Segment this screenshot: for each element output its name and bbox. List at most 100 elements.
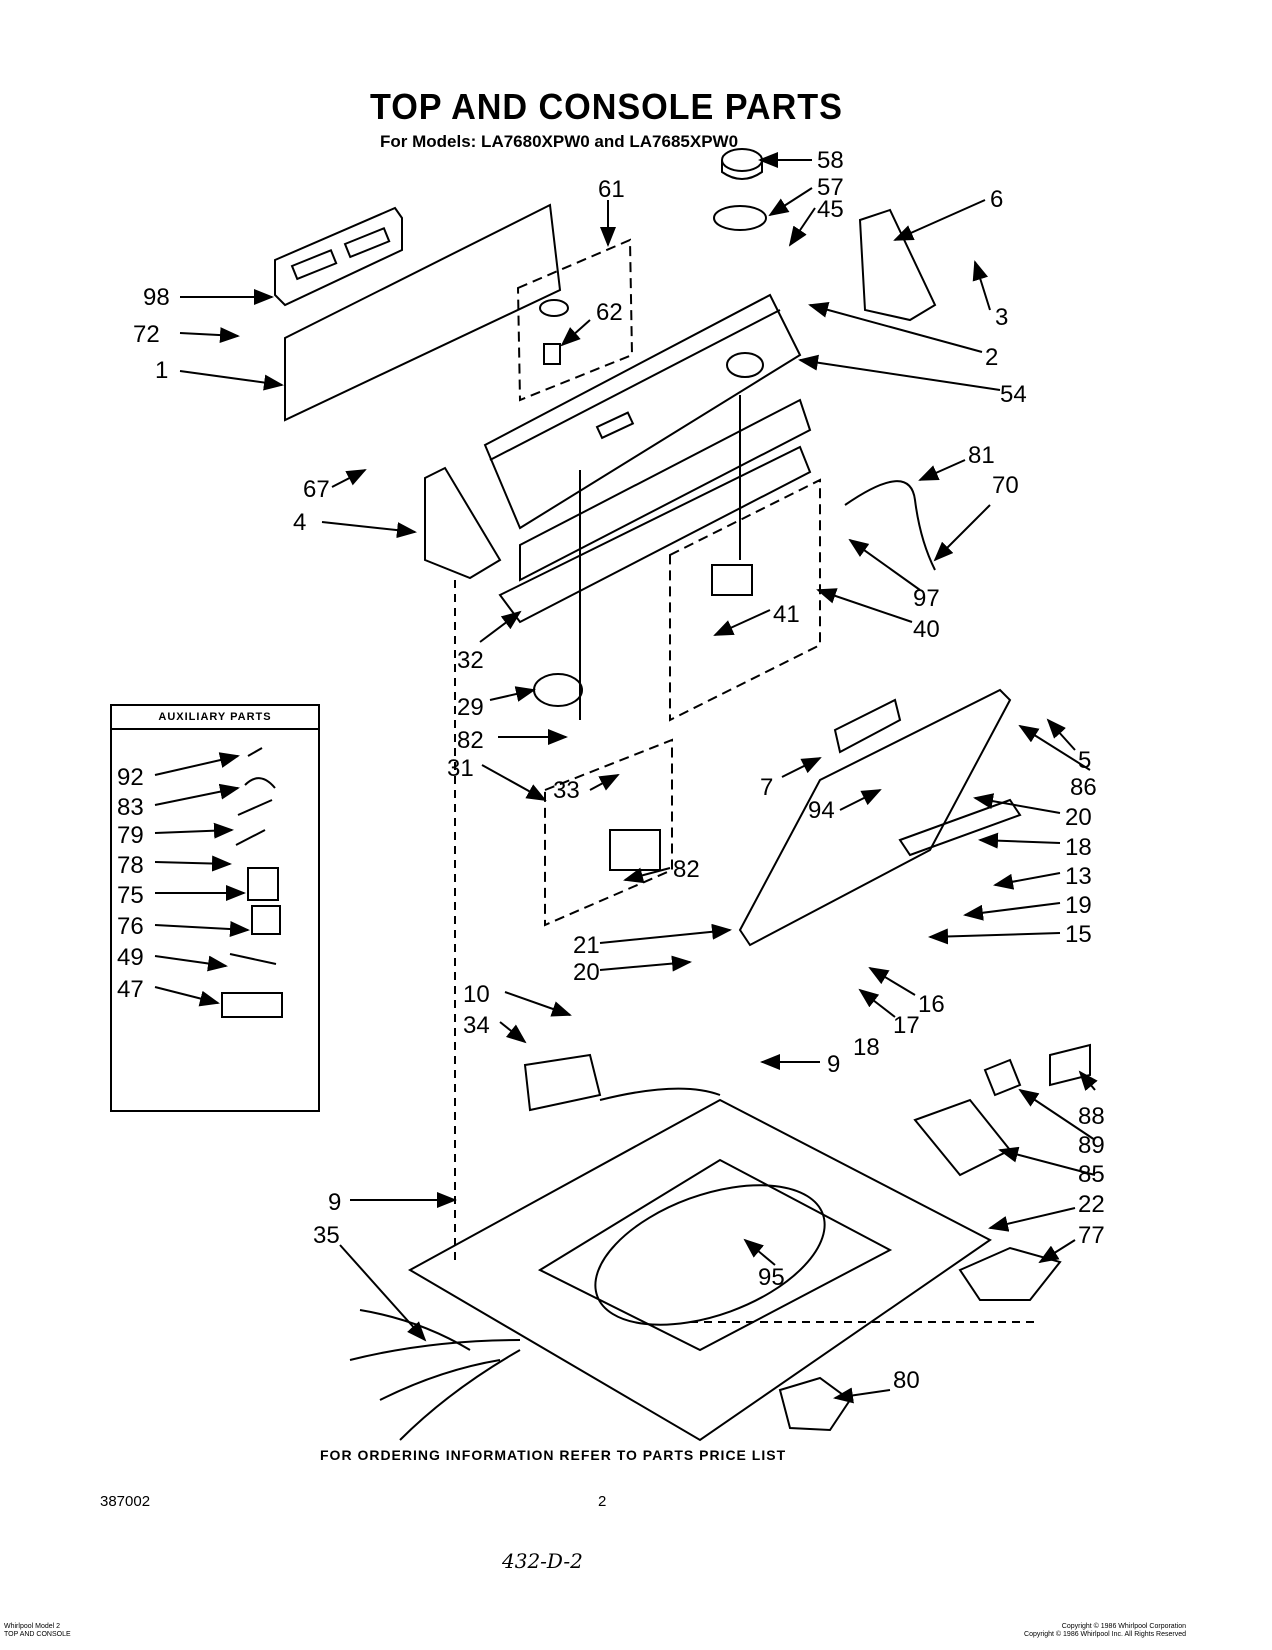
leader-72 xyxy=(179,327,240,344)
callout-57: 57 xyxy=(817,174,844,201)
callout-22: 22 xyxy=(1078,1191,1105,1218)
leader-95 xyxy=(743,1238,776,1266)
leader-34 xyxy=(499,1021,527,1044)
callout-33: 33 xyxy=(553,777,580,804)
callout-3: 3 xyxy=(995,304,1008,331)
page-number: 2 xyxy=(598,1493,607,1510)
leader-aux-47 xyxy=(154,986,220,1007)
leader-aux-78 xyxy=(154,855,232,872)
callout-58: 58 xyxy=(817,147,844,174)
callout-62: 62 xyxy=(596,299,623,326)
part-80-foot xyxy=(778,1376,852,1432)
callout-31: 31 xyxy=(447,755,474,782)
callout-54: 54 xyxy=(1000,381,1027,408)
leader-67 xyxy=(331,469,367,488)
callout-13: 13 xyxy=(1065,863,1092,890)
footer-small-left: Whirlpool Model 2 TOP AND CONSOLE xyxy=(4,1623,71,1638)
part-40-group-box xyxy=(669,478,821,722)
callout-82-lower: 82 xyxy=(673,856,700,883)
leader-aux-79 xyxy=(154,822,234,839)
part-54-console xyxy=(483,293,802,530)
callout-18-lower: 18 xyxy=(853,1034,880,1061)
aux-callout-83: 83 xyxy=(117,794,144,821)
callout-6: 6 xyxy=(990,186,1003,213)
leader-13 xyxy=(993,872,1061,890)
leader-15 xyxy=(928,928,1061,945)
leader-54 xyxy=(798,354,1001,391)
part-35-harness xyxy=(349,1309,521,1441)
leader-97 xyxy=(848,538,921,591)
auxiliary-parts-box: AUXILIARY PARTS xyxy=(110,704,320,1112)
part-34-harness xyxy=(523,1053,602,1112)
callout-20-upper: 20 xyxy=(1065,804,1092,831)
leader-2 xyxy=(808,302,983,353)
leader-20a xyxy=(973,793,1061,814)
callout-81: 81 xyxy=(968,442,995,469)
callout-21: 21 xyxy=(573,932,600,959)
part-61-group-box xyxy=(516,238,634,402)
leader-57 xyxy=(768,187,813,217)
leader-aux-76 xyxy=(154,921,250,938)
leader-aux-49 xyxy=(154,955,228,972)
ordering-note: FOR ORDERING INFORMATION REFER TO PARTS … xyxy=(320,1447,787,1463)
part-57-skirt xyxy=(713,205,767,231)
callout-70: 70 xyxy=(992,472,1019,499)
callout-95: 95 xyxy=(758,1264,785,1291)
callout-32: 32 xyxy=(457,647,484,674)
leader-6 xyxy=(893,199,986,241)
auxiliary-parts-heading: AUXILIARY PARTS xyxy=(112,706,318,730)
part-32-panel xyxy=(498,445,812,624)
part-7-lid xyxy=(738,688,1012,947)
callout-94: 94 xyxy=(808,797,835,824)
leader-29 xyxy=(489,686,536,702)
aux-callout-92: 92 xyxy=(117,764,144,791)
leader-70 xyxy=(933,504,991,562)
leader-89 xyxy=(1018,1088,1096,1141)
callout-labels: 58 57 45 6 3 2 54 61 62 98 72 1 67 4 81 … xyxy=(117,147,1105,1394)
callout-4: 4 xyxy=(293,509,306,536)
callout-17: 17 xyxy=(893,1012,920,1039)
document-number: 387002 xyxy=(100,1493,151,1510)
leader-85 xyxy=(998,1146,1096,1176)
leader-3 xyxy=(972,260,991,311)
leader-88 xyxy=(1078,1070,1098,1091)
leader-82b xyxy=(623,867,671,884)
leader-4 xyxy=(321,521,417,539)
leader-31 xyxy=(481,764,547,801)
leader-32 xyxy=(479,610,522,643)
aux-callout-76: 76 xyxy=(117,913,144,940)
leader-10 xyxy=(504,991,572,1017)
callout-5: 5 xyxy=(1078,747,1091,774)
callout-35: 35 xyxy=(313,1222,340,1249)
callout-2: 2 xyxy=(985,344,998,371)
leader-80 xyxy=(833,1387,891,1404)
callout-41: 41 xyxy=(773,601,800,628)
callout-9-upper: 9 xyxy=(827,1051,840,1078)
leader-86 xyxy=(1018,724,1091,771)
page-title: TOP AND CONSOLE PARTS xyxy=(370,86,843,127)
callout-34: 34 xyxy=(463,1012,490,1039)
callout-7: 7 xyxy=(760,774,773,801)
callout-82-upper: 82 xyxy=(457,727,484,754)
callout-20-lower: 20 xyxy=(573,959,600,986)
leader-aux-92 xyxy=(154,752,240,776)
leader-7 xyxy=(781,757,822,778)
part-1-back-panel xyxy=(284,203,562,422)
aux-callout-49: 49 xyxy=(117,944,144,971)
callout-67: 67 xyxy=(303,476,330,503)
leader-22 xyxy=(988,1207,1076,1232)
leader-45 xyxy=(788,207,816,247)
leader-21 xyxy=(599,923,732,944)
part-58-knob xyxy=(721,148,763,172)
callout-29: 29 xyxy=(457,694,484,721)
aux-callout-75: 75 xyxy=(117,882,144,909)
leader-5 xyxy=(1046,718,1076,751)
callout-80: 80 xyxy=(893,1367,920,1394)
leader-18a xyxy=(978,832,1061,849)
callout-88: 88 xyxy=(1078,1103,1105,1130)
callout-77: 77 xyxy=(1078,1222,1105,1249)
footer-small-right: Copyright © 1986 Whirlpool Corporation C… xyxy=(1024,1623,1186,1638)
leader-35 xyxy=(339,1244,427,1342)
callout-19: 19 xyxy=(1065,892,1092,919)
